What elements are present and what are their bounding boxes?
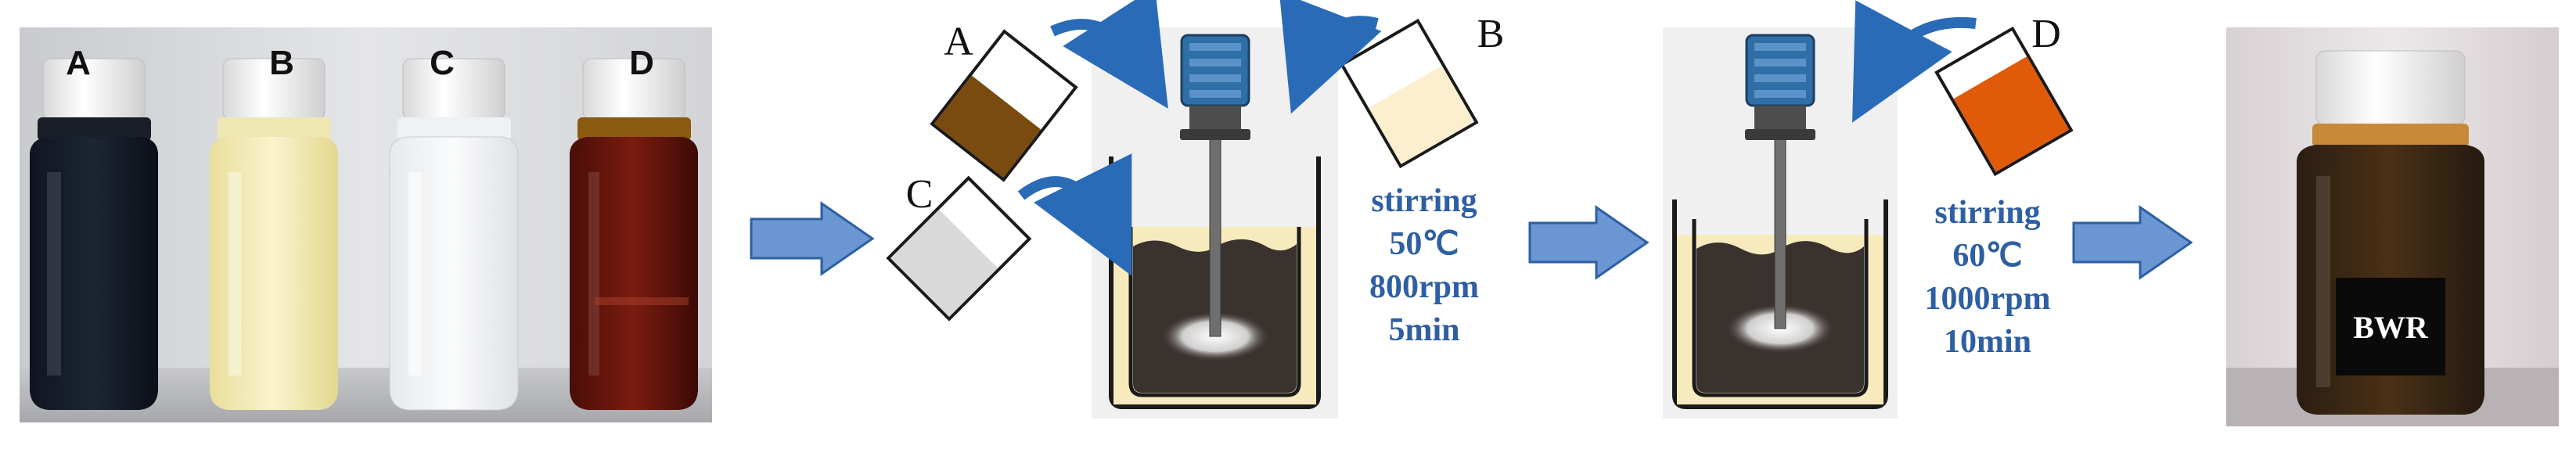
step-1-time: 5min bbox=[1388, 312, 1459, 348]
step-2-temperature: 60℃ bbox=[1952, 238, 2022, 274]
bottle-a bbox=[30, 58, 158, 410]
bottle-d bbox=[570, 58, 698, 410]
mixer-step-1: A B C bbox=[886, 0, 1505, 419]
container-d bbox=[1934, 26, 2074, 177]
step-2-speed: 1000rpm bbox=[1925, 281, 2051, 317]
container-label-c: C bbox=[906, 172, 934, 217]
photo-label-a: A bbox=[66, 44, 91, 82]
photo-bwr-bottle: BWR bbox=[2226, 27, 2559, 426]
bottle-b bbox=[210, 58, 338, 410]
bwr-label: BWR bbox=[2353, 310, 2429, 345]
curved-arrow-a bbox=[1050, 0, 1168, 109]
step-2-time: 10min bbox=[1944, 324, 2031, 360]
container-a bbox=[930, 29, 1078, 182]
step-1-temperature: 50℃ bbox=[1389, 226, 1459, 262]
flow-arrow-1 bbox=[750, 201, 875, 276]
container-label-a: A bbox=[944, 20, 973, 64]
photo-label-c: C bbox=[430, 44, 455, 82]
photo-label-d: D bbox=[629, 44, 654, 82]
container-b bbox=[1340, 18, 1479, 169]
curved-arrow-b bbox=[1279, 0, 1382, 114]
photo-label-b: B bbox=[269, 44, 294, 82]
curved-arrow-d bbox=[1852, 0, 1977, 123]
container-c bbox=[886, 175, 1032, 322]
container-label-d: D bbox=[2031, 12, 2061, 56]
step-1-conditions: stirring 50℃ 800rpm 5min bbox=[1369, 183, 1479, 348]
flow-arrow-3 bbox=[2072, 205, 2193, 280]
mixer-step-2: D bbox=[1663, 0, 2074, 419]
container-label-b: B bbox=[1477, 12, 1505, 56]
step-1-stirring: stirring bbox=[1371, 183, 1477, 219]
bottle-c bbox=[389, 58, 519, 411]
step-1-speed: 800rpm bbox=[1369, 269, 1479, 305]
curved-arrow-c bbox=[1017, 153, 1132, 276]
flow-arrow-2 bbox=[1528, 205, 1650, 280]
step-2-stirring: stirring bbox=[1934, 195, 2040, 231]
step-2-conditions: stirring 60℃ 1000rpm 10min bbox=[1925, 195, 2051, 360]
photo-four-bottles: A B C D bbox=[20, 27, 712, 422]
